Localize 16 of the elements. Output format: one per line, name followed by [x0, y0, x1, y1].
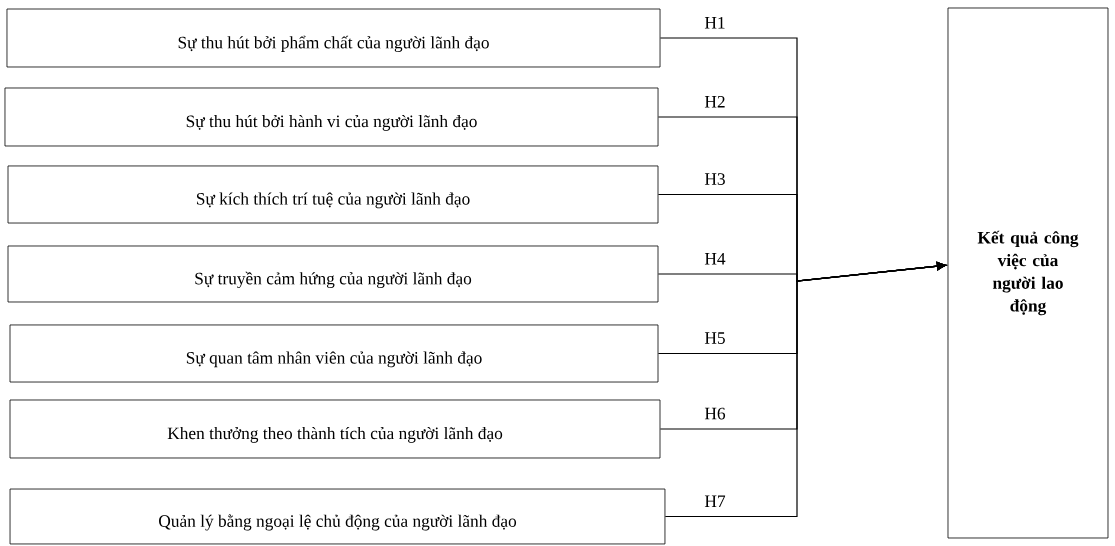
outcome-box: Kết quả công việc của người lao động [947, 7, 1109, 539]
factor-box: Sự kích thích trí tuệ của người lãnh đạo [7, 165, 659, 224]
factor-box: Khen thưởng theo thành tích của người lãnh đạo [9, 399, 661, 459]
edge-label: H1 [704, 16, 725, 29]
factor-box: Sự truyền cảm hứng của người lãnh đạo [7, 245, 659, 303]
edge-label: H6 [704, 407, 726, 420]
factor-box: Sự quan tâm nhân viên của người lãnh đạo [9, 324, 659, 383]
edge-label: H7 [704, 495, 726, 507]
connector-arrow [664, 261, 947, 518]
factor-box: Sự thu hút bởi phẩm chất của người lãnh đạo [6, 8, 661, 68]
edge-label: H3 [704, 173, 725, 185]
edge-label: H2 [704, 95, 725, 108]
edge-label: H5 [704, 332, 725, 344]
edge-label: H4 [704, 253, 726, 265]
factor-box: Sự thu hút bởi hành vi của người lãnh đạo [4, 87, 659, 147]
factor-box: Quản lý bằng ngoại lệ chủ động của người lãnh đạo [9, 488, 666, 545]
